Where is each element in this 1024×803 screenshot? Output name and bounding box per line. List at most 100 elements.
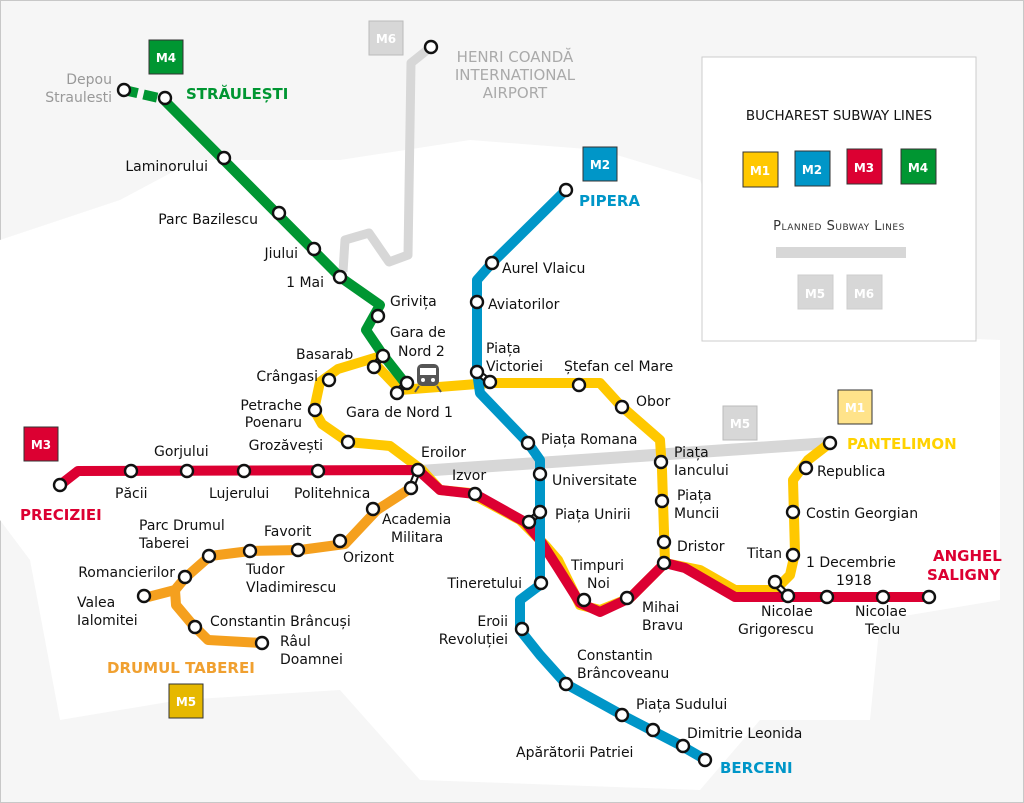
svg-text:BERCENI: BERCENI: [720, 759, 793, 777]
svg-text:Revoluției: Revoluției: [439, 632, 508, 648]
svg-text:Grozăvești: Grozăvești: [249, 438, 323, 454]
svg-text:Eroii: Eroii: [477, 614, 508, 630]
svg-text:Constantin: Constantin: [577, 648, 653, 664]
svg-text:Crângasi: Crângasi: [256, 369, 318, 385]
svg-text:Straulesti: Straulesti: [45, 90, 112, 106]
svg-text:Nord 2: Nord 2: [398, 344, 445, 360]
svg-text:Izvor: Izvor: [452, 468, 486, 484]
svg-text:Gara de Nord 1: Gara de Nord 1: [346, 405, 453, 421]
svg-text:Grigorescu: Grigorescu: [738, 622, 814, 638]
svg-text:Doamnei: Doamnei: [280, 652, 343, 668]
svg-text:Titan: Titan: [746, 546, 782, 562]
svg-text:Taberei: Taberei: [138, 536, 189, 552]
svg-text:Nicolae: Nicolae: [855, 604, 907, 620]
train-station-icon: [414, 364, 442, 393]
svg-text:Piața: Piața: [677, 488, 712, 504]
svg-text:Piața Unirii: Piața Unirii: [555, 507, 631, 523]
svg-text:STRĂULEȘTI: STRĂULEȘTI: [186, 84, 288, 103]
svg-text:Teclu: Teclu: [864, 622, 900, 638]
svg-text:M2: M2: [802, 163, 822, 177]
svg-text:Dimitrie Leonida: Dimitrie Leonida: [687, 726, 802, 742]
map-badges: M4 M6 M2 M3 M5 M1 M5: [23, 20, 873, 719]
svg-text:Gara de: Gara de: [390, 325, 446, 341]
svg-text:Dristor: Dristor: [677, 539, 725, 555]
svg-text:Petrache: Petrache: [240, 398, 302, 414]
svg-text:Iancului: Iancului: [674, 463, 729, 479]
svg-text:M3: M3: [854, 161, 874, 175]
svg-text:M1: M1: [750, 164, 770, 178]
svg-text:Mihai: Mihai: [642, 600, 679, 616]
svg-text:Constantin Brâncuși: Constantin Brâncuși: [210, 614, 351, 630]
svg-text:Costin Georgian: Costin Georgian: [806, 506, 918, 522]
svg-text:Tudor: Tudor: [245, 562, 285, 578]
svg-text:Favorit: Favorit: [264, 524, 312, 540]
svg-text:M5: M5: [805, 287, 825, 301]
svg-text:Poenaru: Poenaru: [245, 415, 302, 431]
svg-text:Basarab: Basarab: [296, 347, 353, 363]
svg-text:M1: M1: [845, 401, 865, 415]
svg-text:Nicolae: Nicolae: [761, 604, 813, 620]
svg-text:Laminorului: Laminorului: [125, 159, 208, 175]
svg-text:Râul: Râul: [280, 634, 311, 650]
svg-text:Parc Bazilescu: Parc Bazilescu: [158, 212, 258, 228]
svg-text:PIPERA: PIPERA: [579, 192, 640, 210]
svg-text:Obor: Obor: [636, 394, 670, 410]
svg-text:Ialomitei: Ialomitei: [77, 613, 138, 629]
svg-text:Noi: Noi: [587, 576, 610, 592]
legend-box: BUCHAREST SUBWAY LINES M1 M2 M3 M4 Plann…: [701, 56, 977, 342]
svg-text:Piața: Piața: [486, 341, 521, 357]
planned-line-m5-east: [419, 437, 831, 477]
svg-text:Jiului: Jiului: [263, 246, 298, 262]
svg-text:AIRPORT: AIRPORT: [483, 84, 548, 102]
svg-text:Piața Romana: Piața Romana: [541, 432, 637, 448]
svg-text:HENRI COANDĂ: HENRI COANDĂ: [457, 47, 574, 66]
svg-text:Piața: Piața: [674, 445, 709, 461]
svg-text:Aviatorilor: Aviatorilor: [488, 297, 560, 313]
svg-text:Republica: Republica: [817, 464, 885, 480]
svg-text:Piața Sudului: Piața Sudului: [636, 697, 727, 713]
svg-text:Victoriei: Victoriei: [486, 359, 543, 375]
svg-text:Bravu: Bravu: [642, 618, 683, 634]
svg-text:Ștefan cel Mare: Ștefan cel Mare: [564, 359, 673, 375]
svg-text:M6: M6: [854, 287, 874, 301]
svg-text:M3: M3: [31, 438, 51, 452]
svg-text:Romancierilor: Romancierilor: [78, 565, 175, 581]
svg-text:M4: M4: [908, 161, 928, 175]
svg-text:1 Decembrie: 1 Decembrie: [806, 555, 896, 571]
svg-text:SALIGNY: SALIGNY: [927, 566, 1001, 584]
svg-text:PANTELIMON: PANTELIMON: [847, 435, 957, 453]
svg-text:M5: M5: [176, 695, 196, 709]
svg-text:DRUMUL TABEREI: DRUMUL TABEREI: [107, 659, 255, 677]
svg-text:Depou: Depou: [66, 72, 112, 88]
svg-text:Militara: Militara: [391, 530, 443, 546]
svg-text:Aurel Vlaicu: Aurel Vlaicu: [502, 261, 585, 277]
svg-text:Tineretului: Tineretului: [446, 576, 522, 592]
svg-text:Muncii: Muncii: [674, 506, 719, 522]
svg-text:1 Mai: 1 Mai: [286, 275, 324, 291]
svg-text:INTERNATIONAL: INTERNATIONAL: [455, 66, 576, 84]
svg-text:Planned Subway Lines: Planned Subway Lines: [773, 219, 905, 234]
svg-text:Valea: Valea: [77, 595, 115, 611]
svg-text:Orizont: Orizont: [343, 550, 394, 566]
svg-text:Lujerului: Lujerului: [209, 486, 269, 502]
svg-text:1918: 1918: [836, 573, 872, 589]
svg-text:Brâncoveanu: Brâncoveanu: [577, 666, 669, 682]
svg-text:M5: M5: [730, 417, 750, 431]
svg-text:Apărătorii Patriei: Apărătorii Patriei: [516, 745, 633, 761]
svg-text:M2: M2: [590, 158, 610, 172]
svg-text:Păcii: Păcii: [115, 486, 148, 502]
svg-text:BUCHAREST SUBWAY LINES: BUCHAREST SUBWAY LINES: [746, 108, 932, 124]
svg-text:PRECIZIEI: PRECIZIEI: [20, 506, 102, 524]
svg-text:Timpuri: Timpuri: [570, 558, 624, 574]
svg-text:Vladimirescu: Vladimirescu: [246, 580, 336, 596]
stations: [52, 39, 937, 768]
svg-text:M6: M6: [376, 32, 396, 46]
terminal-labels: STRĂULEȘTI PIPERA BERCENI PRECIZIEI ANGH…: [20, 47, 1002, 777]
svg-text:Universitate: Universitate: [552, 473, 637, 489]
svg-text:ANGHEL: ANGHEL: [933, 547, 1002, 565]
svg-text:Parc Drumul: Parc Drumul: [139, 518, 225, 534]
svg-text:Gorjului: Gorjului: [154, 444, 209, 460]
station-labels: Depou Straulesti Laminorului Parc Bazile…: [45, 72, 918, 761]
svg-text:Eroilor: Eroilor: [421, 445, 466, 461]
